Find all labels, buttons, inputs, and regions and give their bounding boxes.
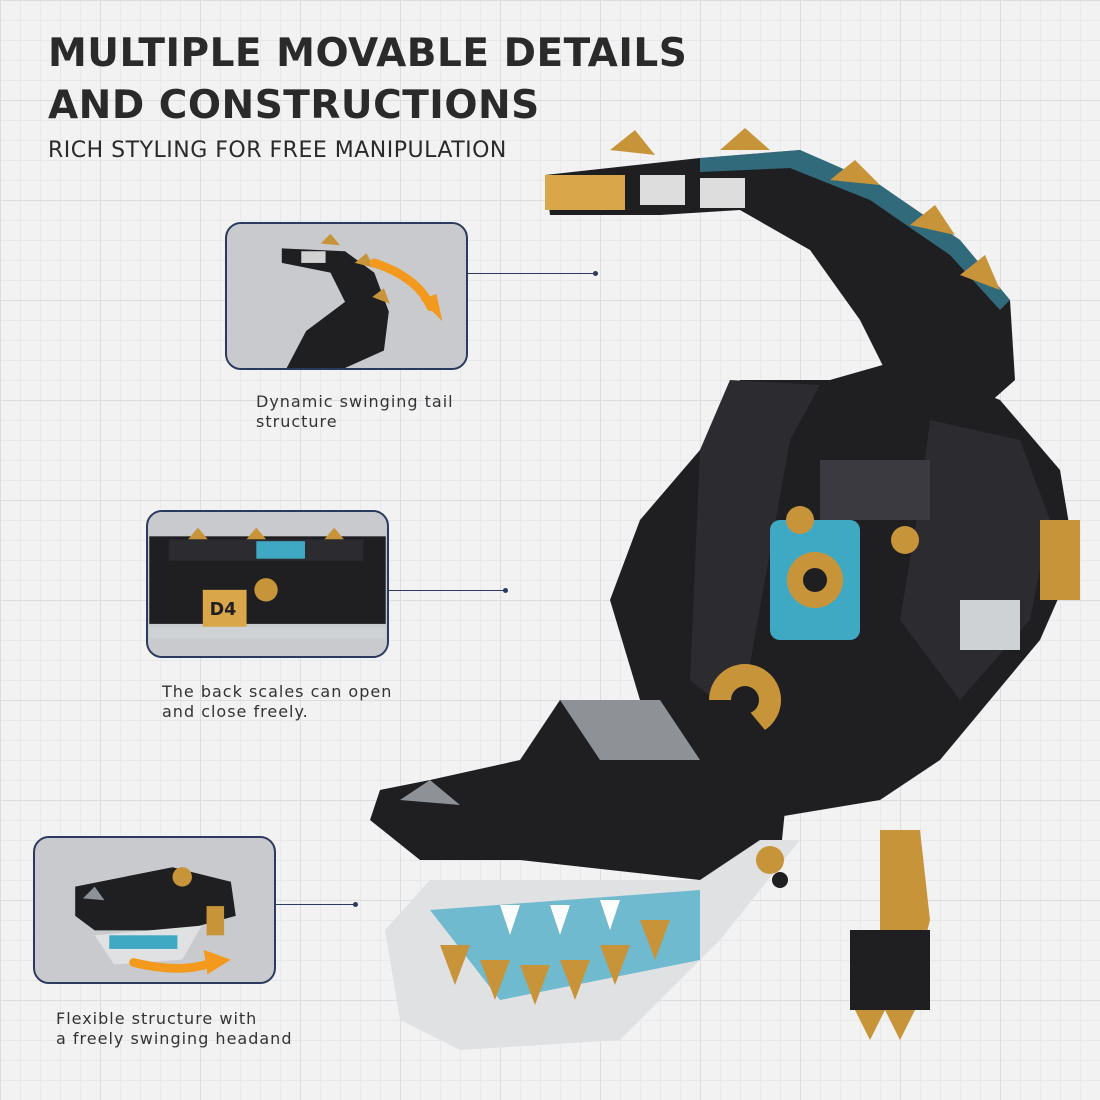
model-rear-leg [880, 830, 930, 960]
arrow-head-icon [203, 949, 231, 975]
feature-panel-head [33, 836, 276, 984]
title-line-2: AND CONSTRUCTIONS [48, 83, 540, 128]
back-scales-thumbnail: D4 [149, 512, 386, 656]
leader-dot-head [353, 902, 358, 907]
head-thumbnail [36, 838, 273, 982]
feature-panel-back-scales: D4 [146, 510, 389, 658]
feature-panel-tail [225, 222, 468, 370]
arrow-head-icon [420, 294, 443, 322]
leader-dot-back-scales [503, 588, 508, 593]
leader-line-head [276, 904, 356, 905]
leader-line-tail [468, 273, 595, 274]
leader-dot-tail [593, 271, 598, 276]
title-line-1: MULTIPLE MOVABLE DETAILS [48, 31, 688, 76]
page-title: MULTIPLE MOVABLE DETAILS AND CONSTRUCTIO… [48, 28, 687, 132]
caption-back-scales: The back scales can open and close freel… [162, 682, 393, 721]
caption-tail: Dynamic swinging tail structure [256, 392, 454, 431]
caption-head: Flexible structure with a freely swingin… [56, 1009, 293, 1048]
page-subtitle: RICH STYLING FOR FREE MANIPULATION [48, 138, 507, 163]
model-badge: D4 [210, 600, 237, 620]
head-swing-arrow [129, 958, 216, 973]
leader-line-back-scales [389, 590, 505, 591]
tail-thumbnail [228, 224, 465, 368]
